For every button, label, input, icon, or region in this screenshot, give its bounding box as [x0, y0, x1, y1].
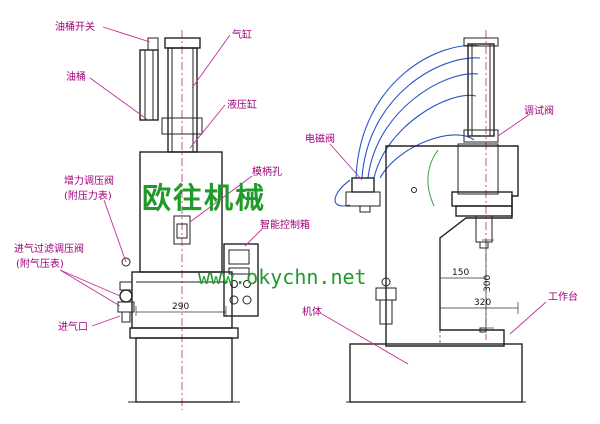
- dim-height-300: 300: [483, 275, 493, 292]
- label-worktable: 工作台: [548, 290, 578, 303]
- label-inlet-filter-valve: 进气过滤调压阀: [14, 242, 84, 255]
- frame-body-shape: [385, 145, 519, 347]
- dim-reach-320: 320: [474, 298, 491, 308]
- control-box-shape: [223, 243, 259, 317]
- front-view: 290 油桶开关 油桶 气缸 液压缸 增力调压阀 (附压力表) 模柄孔 智能控制…: [14, 20, 310, 410]
- label-inlet-gauge: (附气压表): [16, 257, 64, 270]
- label-test-valve: 调试阀: [524, 104, 554, 117]
- label-cylinder: 气缸: [232, 28, 252, 41]
- label-handle-hole: 模柄孔: [252, 165, 282, 178]
- dim-front-width: 290: [172, 302, 189, 312]
- watermark-brand: 欧往机械: [142, 181, 266, 215]
- label-oil-tank: 油桶: [66, 70, 86, 83]
- oil-tank-shape: [139, 49, 159, 121]
- label-smart-box: 智能控制箱: [260, 218, 310, 231]
- watermark-url: www.okychn.net: [198, 265, 367, 289]
- label-body: 机体: [302, 305, 322, 318]
- label-booster-valve: 增力调压阀: [64, 174, 114, 187]
- label-hydraulic-cylinder: 液压缸: [227, 98, 257, 111]
- label-solenoid-valve: 电磁阀: [305, 132, 335, 145]
- label-air-inlet: 进气口: [58, 320, 88, 333]
- dim-reach-150: 150: [452, 268, 469, 278]
- label-booster-gauge: (附压力表): [64, 189, 112, 202]
- label-oil-tank-switch: 油桶开关: [55, 20, 95, 33]
- side-view: 150 300 320 电磁阀 调试阀 机体 工作台: [302, 30, 578, 403]
